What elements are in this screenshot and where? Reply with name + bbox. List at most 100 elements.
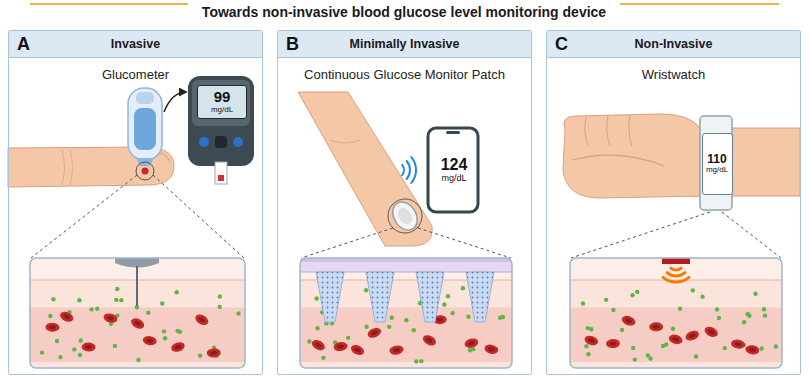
tissue-part <box>501 315 505 319</box>
tissue-part-part <box>587 337 595 343</box>
wireless-signal-part <box>411 157 416 183</box>
tissue-part <box>668 333 684 346</box>
tissue-part-part <box>583 334 599 347</box>
tissue-part <box>753 292 757 296</box>
tissue-part-part <box>370 330 378 336</box>
arm-part <box>330 140 360 143</box>
optical-sensor <box>662 258 690 264</box>
tissue-part-part <box>207 348 221 357</box>
microneedles-part <box>466 272 494 322</box>
tissue-part <box>649 322 663 331</box>
tissue-part <box>387 325 391 329</box>
tissue-part <box>346 336 350 340</box>
tissue-part-part <box>703 325 720 339</box>
tissue-part <box>175 329 179 333</box>
glucometer-part <box>188 76 254 166</box>
tissue-part <box>390 316 394 320</box>
tissue-part <box>333 341 348 352</box>
zoom-line <box>153 175 244 258</box>
title-rule <box>30 3 188 5</box>
fist-part <box>629 115 632 146</box>
tissue-part-part <box>734 342 741 347</box>
tissue-part <box>421 333 438 348</box>
tissue-part <box>218 305 222 309</box>
tissue-part <box>450 311 454 315</box>
tissue-part <box>620 328 624 332</box>
microneedles-part <box>316 272 344 322</box>
tissue-part <box>570 258 782 280</box>
tissue-part <box>89 307 93 311</box>
display-screen: 124mg/dL <box>433 139 475 201</box>
tissue-part-part <box>749 347 756 352</box>
tissue-part-part <box>58 310 75 324</box>
tissue-part-part <box>389 344 404 356</box>
tissue-part <box>762 307 766 311</box>
glucometer-part <box>233 137 243 147</box>
tissue-part <box>442 302 446 306</box>
tissue-part-part <box>103 312 119 324</box>
display-screen: 110mg/dL <box>702 133 733 195</box>
tissue-part-part <box>707 329 715 336</box>
tissue-part <box>389 344 404 356</box>
tissue-part <box>461 286 465 290</box>
tissue-part <box>604 298 608 302</box>
zoom-line <box>301 228 393 258</box>
arm <box>298 92 432 246</box>
fist-part <box>572 155 664 166</box>
tissue <box>30 258 245 368</box>
tissue-part <box>142 335 157 346</box>
tissue-part <box>678 307 682 311</box>
tissue-part <box>58 355 62 359</box>
smartphone-part <box>428 128 478 212</box>
microneedles-part <box>416 272 444 322</box>
blood-drop <box>142 168 149 175</box>
tissue-part-part <box>668 333 684 346</box>
tissue-part <box>620 314 636 327</box>
tissue-part-part <box>337 344 344 349</box>
sensing-signal <box>663 268 689 282</box>
tissue-part <box>364 288 368 292</box>
device-name: Continuous Glucose Monitor Patch <box>278 67 531 83</box>
tissue-part <box>30 258 245 368</box>
tissue-part-part <box>649 322 663 331</box>
glucose-patch-part <box>388 197 423 234</box>
tissue-part <box>162 329 166 333</box>
tissue-part <box>310 338 327 353</box>
title-rule <box>620 3 779 5</box>
panel: BMinimally InvasiveContinuous Glucose Mo… <box>277 30 532 375</box>
sensing-signal-part <box>667 273 685 276</box>
patch-layer <box>300 258 512 272</box>
tissue-part <box>55 339 59 343</box>
tissue-part <box>715 307 719 311</box>
lancet-device-part <box>128 88 162 160</box>
tissue-part <box>114 298 118 302</box>
tissue-part-part <box>210 351 217 355</box>
tissue-part <box>51 297 55 301</box>
tissue-part <box>314 296 318 300</box>
reading-value: 124 <box>441 156 468 174</box>
tissue-part <box>79 338 83 342</box>
tissue-part-part <box>310 338 327 353</box>
glucose-patch <box>388 197 423 234</box>
skin-cross-section <box>300 258 512 368</box>
sensing-signal-part <box>671 268 681 270</box>
tissue-part <box>414 359 418 363</box>
tissue-part <box>307 339 311 343</box>
skin-cross-section <box>570 258 782 368</box>
tissue-part <box>586 352 590 356</box>
reading-unit: mg/dL <box>441 174 466 184</box>
tissue-part <box>174 290 178 294</box>
tissue <box>300 258 512 368</box>
tissue-part <box>412 328 416 332</box>
magnifier-ring <box>388 199 422 233</box>
tissue-part <box>170 340 186 353</box>
device-name: Wristwatch <box>547 67 800 83</box>
tissue-part <box>745 344 760 355</box>
tissue-part-part <box>421 333 438 348</box>
arm-part <box>298 92 432 246</box>
tissue-part-part <box>63 313 71 320</box>
needle <box>136 266 138 306</box>
tissue-part <box>194 312 211 327</box>
microneedles-part <box>366 272 394 322</box>
tissue-part-part <box>625 318 633 324</box>
